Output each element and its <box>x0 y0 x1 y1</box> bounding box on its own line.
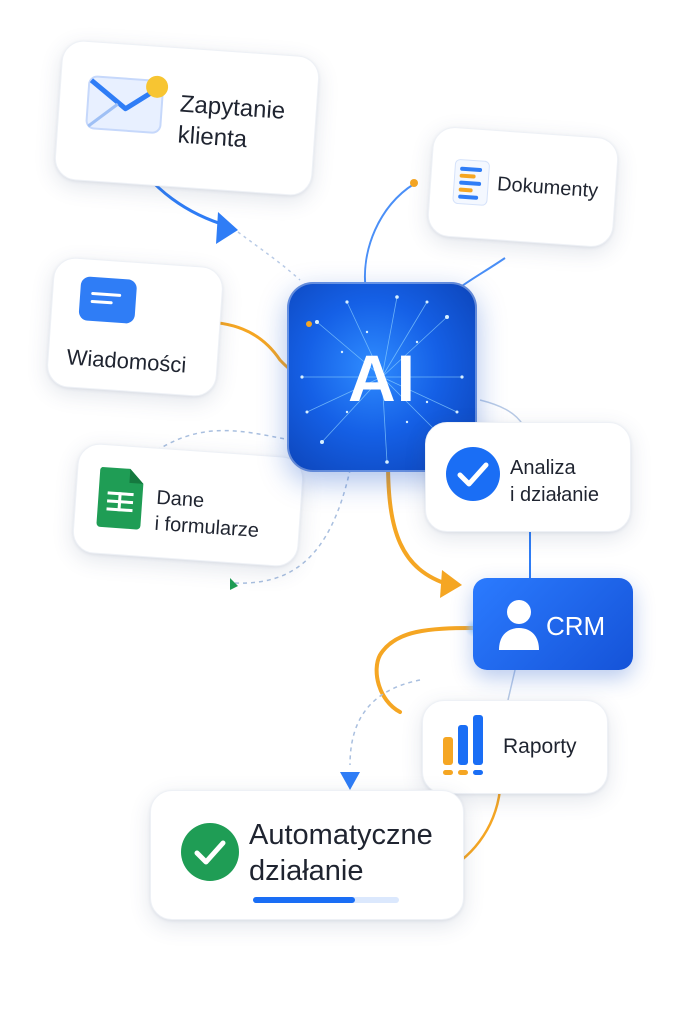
chat-message-icon <box>77 275 138 325</box>
ai-label: AI <box>348 341 416 415</box>
documents-card[interactable]: Dokumenty <box>426 125 620 249</box>
arrow-head <box>216 212 238 244</box>
automatic-action-card[interactable]: Automatyczne działanie <box>150 790 464 920</box>
neural-burst-graphic <box>300 295 464 464</box>
spreadsheet-icon <box>94 465 146 532</box>
data-forms-label: Dane i formularze <box>153 486 260 542</box>
documents-label: Dokumenty <box>496 173 599 203</box>
data-forms-card[interactable]: Dane i formularze <box>71 442 305 568</box>
inquiry-label: Zapytanie klienta <box>176 90 287 154</box>
reports-label: Raporty <box>503 735 577 758</box>
document-list-icon <box>452 158 491 206</box>
user-icon <box>497 596 541 652</box>
check-circle-green-icon <box>179 821 241 883</box>
progress-track <box>253 897 399 903</box>
messages-label: Wiadomości <box>65 344 188 378</box>
crm-node[interactable]: CRM <box>473 578 633 670</box>
reports-card[interactable]: Raporty <box>422 700 608 794</box>
crm-label: CRM <box>546 611 606 641</box>
automatic-action-label: Automatyczne działanie <box>249 819 433 887</box>
messages-card[interactable]: Wiadomości <box>45 256 225 398</box>
progress-fill <box>253 897 356 903</box>
analysis-label: Analiza i działanie <box>510 457 599 506</box>
bar-chart-icon <box>441 715 487 777</box>
envelope-icon <box>84 70 172 138</box>
analysis-card[interactable]: Analiza i działanie <box>425 422 631 532</box>
check-circle-icon <box>444 445 502 503</box>
inquiry-card[interactable]: Zapytanie klienta <box>53 39 321 197</box>
